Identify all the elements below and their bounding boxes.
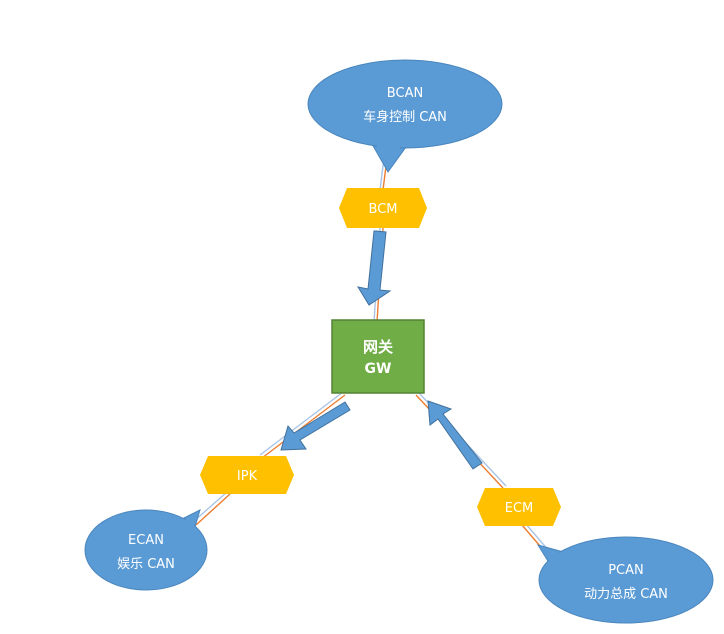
bcan-title: BCAN (387, 86, 423, 101)
arrow-bcm-to-gw (356, 230, 392, 306)
pcan-subtitle: 动力总成 CAN (584, 587, 668, 602)
ecan-bubble: ECAN 娱乐 CAN (84, 509, 208, 591)
ipk-label: IPK (237, 469, 258, 484)
bcan-subtitle: 车身控制 CAN (363, 109, 447, 125)
arrow-ecm-to-gw (427, 400, 483, 470)
pcan-bubble: PCAN 动力总成 CAN (536, 536, 714, 624)
ecan-subtitle: 娱乐 CAN (117, 557, 175, 572)
bcm-label: BCM (369, 202, 398, 217)
ecm-label: ECM (505, 501, 534, 516)
ecm-node: ECM (477, 488, 561, 526)
bcan-bubble: BCAN 车身控制 CAN (307, 59, 503, 173)
bcm-node: BCM (339, 188, 427, 228)
ipk-node: IPK (200, 456, 294, 494)
gateway-node: 网关 GW (331, 319, 425, 394)
ecan-title: ECAN (128, 533, 164, 548)
wire-ipk-ecan (192, 491, 231, 526)
wire-gw-ipk (259, 391, 346, 459)
pcan-title: PCAN (608, 563, 644, 578)
gateway-label-en: GW (365, 361, 392, 377)
gateway-label-cn: 网关 (363, 338, 393, 356)
arrow-gw-to-ipk (280, 401, 351, 451)
